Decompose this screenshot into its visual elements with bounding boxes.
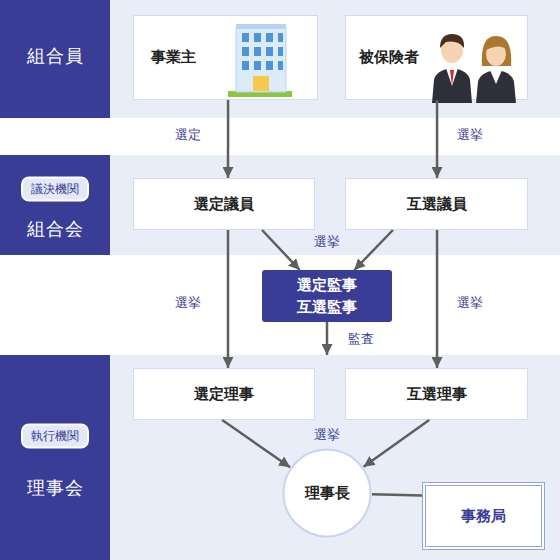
connector-label: 選挙 [457, 126, 483, 144]
insured-box: 被保険者 [345, 15, 528, 100]
role-badge: 議決機関 [21, 177, 89, 202]
band-title: 組合会 [27, 217, 84, 241]
auditor-box: 選定監事 互選監事 [262, 270, 392, 322]
node-label: 選定議員 [194, 195, 254, 214]
node-label: 選定監事 互選監事 [262, 274, 392, 318]
role-badge: 執行機関 [21, 424, 89, 449]
node-label: 被保険者 [359, 48, 419, 67]
node-label: 互選議員 [407, 195, 467, 214]
connector-label: 選挙 [457, 294, 483, 312]
chair-circle: 理事長 [282, 448, 372, 538]
director-box: 選定理事 [133, 368, 315, 420]
member-box: 選定議員 [133, 178, 315, 230]
connector-label: 選定 [175, 126, 201, 144]
connector-label: 選挙 [175, 294, 201, 312]
assembly-band: 議決機関組合会 選定議員 互選議員 [0, 155, 560, 255]
connector-arrow [326, 322, 329, 355]
node-label: 理事長 [305, 484, 350, 503]
circle-shape [284, 450, 371, 537]
connector-label: 監査 [348, 330, 374, 348]
band-title: 理事会 [27, 476, 84, 500]
node-label: 選定理事 [194, 385, 254, 404]
member-band: 組合員 事業主 被保険者 [0, 0, 560, 118]
board-band: 執行機関理事会 選定理事 互選理事理事長事務局 [0, 355, 560, 560]
office-box: 事務局 [422, 482, 545, 550]
node-label: 事業主 [151, 48, 196, 67]
band-title: 組合員 [27, 44, 84, 68]
employer-box: 事業主 [133, 15, 318, 100]
director-box: 互選理事 [345, 368, 528, 420]
node-label: 事務局 [461, 507, 506, 526]
member-box: 互選議員 [345, 178, 528, 230]
node-label: 互選理事 [407, 385, 467, 404]
